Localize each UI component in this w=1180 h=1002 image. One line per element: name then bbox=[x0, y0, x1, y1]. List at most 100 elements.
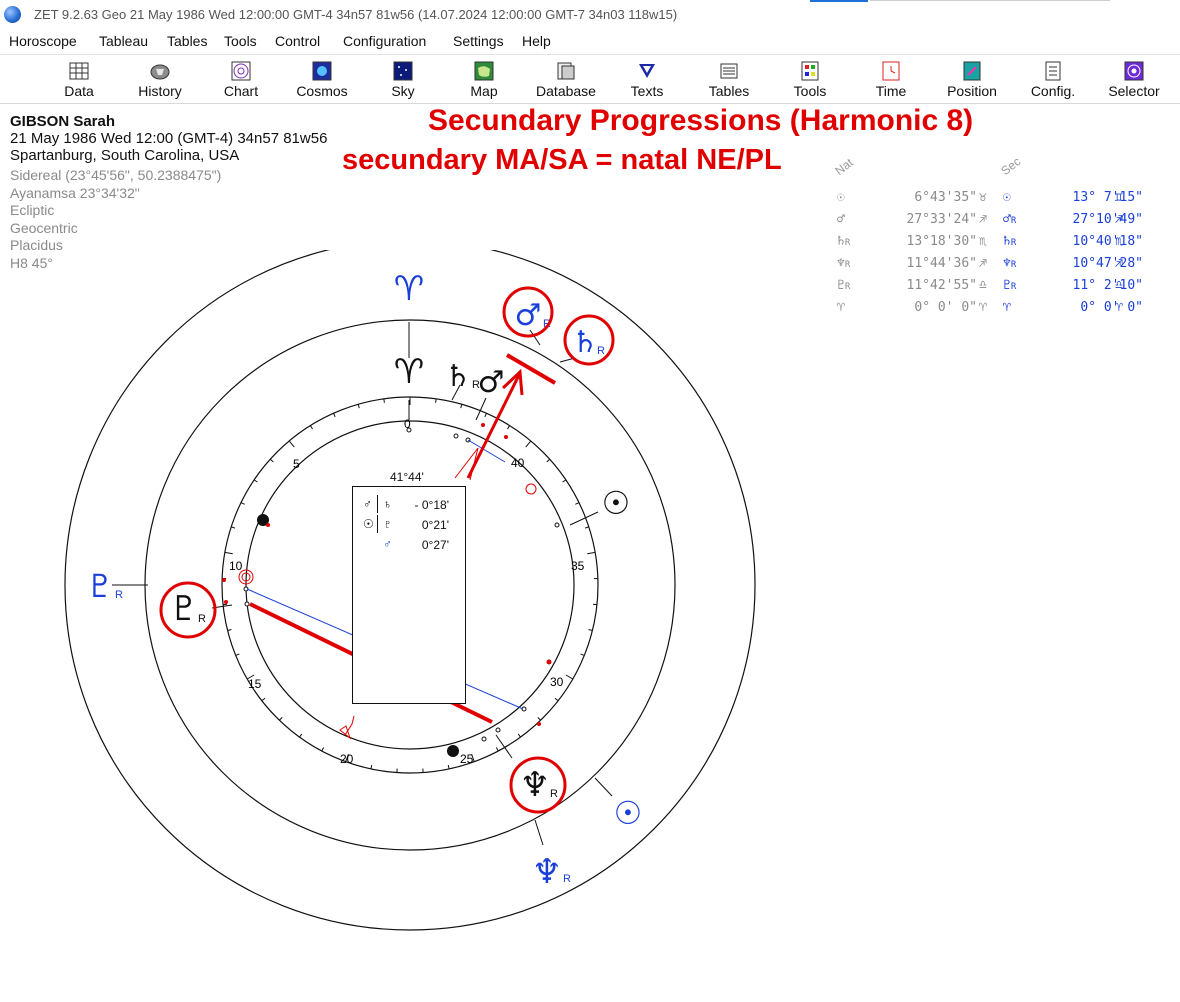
setting-coordinates: Ecliptic bbox=[10, 202, 55, 218]
progressed-sun-glyph[interactable]: ☉ bbox=[614, 794, 643, 832]
toolbar-data-button[interactable]: Data bbox=[43, 57, 115, 103]
toolbar-time-button[interactable]: Time bbox=[855, 57, 927, 103]
birth-place: Spartanburg, South Carolina, USA bbox=[10, 147, 240, 164]
toolbar-config-button[interactable]: Config. bbox=[1017, 57, 1089, 103]
natal-sign: ♏ bbox=[979, 234, 987, 249]
aspect-glyph-saturn: ♄ bbox=[383, 497, 392, 511]
toolbar-tools-button[interactable]: Tools bbox=[774, 57, 846, 103]
natal-pluto-retro: R bbox=[198, 613, 206, 625]
toolbar-label: Texts bbox=[630, 83, 664, 99]
progressed-neptune-glyph[interactable]: ♆ bbox=[532, 852, 562, 892]
aspect-orb: - 0°18' bbox=[414, 498, 449, 512]
toolbar-label: Tables bbox=[708, 83, 750, 99]
menu-tools[interactable]: Tools bbox=[224, 33, 257, 49]
red-emphasis-bar bbox=[505, 353, 557, 385]
position-row[interactable]: ♂ 27°33'24" ♐ ♂R 27°10'49" ♐ bbox=[835, 212, 1165, 234]
position-row[interactable]: ♇R 11°42'55" ♎ ♇R 11° 2'10" ♎ bbox=[835, 278, 1165, 300]
menu-configuration[interactable]: Configuration bbox=[343, 33, 427, 49]
tools-icon bbox=[801, 61, 819, 81]
progressed-value: 11° 2'10" bbox=[1072, 278, 1143, 293]
natal-glyph: ♂ bbox=[837, 212, 845, 227]
position-row[interactable]: ♈ 0° 0' 0" ♈ ♈ 0° 0' 0" ♈ bbox=[835, 300, 1165, 322]
red-arrow-head bbox=[501, 368, 524, 396]
title-bar-divider bbox=[870, 0, 1110, 1]
toolbar-history-button[interactable]: History bbox=[124, 57, 196, 103]
progressed-saturn-glyph[interactable]: ♄ bbox=[572, 325, 599, 360]
positions-table: Nat Sec ☉ 6°43'35" ♉ ☉ 13° 7'15" ♊ ♂ 27°… bbox=[832, 150, 1165, 325]
scale-inner-ring bbox=[245, 420, 575, 750]
menu-help[interactable]: Help bbox=[522, 33, 551, 49]
birth-date-line: 21 May 1986 Wed 12:00 (GMT-4) 34n57 81w5… bbox=[10, 130, 328, 147]
toolbar-map-button[interactable]: Map bbox=[448, 57, 520, 103]
scale-tick bbox=[546, 458, 551, 463]
natal-neptune-glyph[interactable]: ♆ bbox=[520, 765, 550, 805]
toolbar-cosmos-button[interactable]: Cosmos bbox=[286, 57, 358, 103]
scale-tick bbox=[231, 526, 236, 529]
menu-bar: Horoscope Tableau Tables Tools Control C… bbox=[0, 30, 1180, 52]
scale-tick bbox=[370, 764, 373, 769]
scale-tick bbox=[224, 551, 233, 555]
progressed-mars-glyph[interactable]: ♂ bbox=[515, 298, 542, 333]
menu-tableau[interactable]: Tableau bbox=[99, 33, 149, 49]
natal-saturn-glyph[interactable]: ♄ bbox=[445, 359, 472, 394]
aspect-orb: 0°21' bbox=[421, 518, 449, 532]
toolbar-label: Sky bbox=[391, 83, 415, 99]
aspect-box[interactable]: ♂ ♄ - 0°18' ☉ ♇ 0°21' ♂ 0°27' bbox=[352, 486, 466, 704]
toolbar-sky-button[interactable]: Sky bbox=[367, 57, 439, 103]
natal-aries-glyph[interactable]: ♈ bbox=[394, 352, 424, 392]
menu-settings[interactable]: Settings bbox=[453, 33, 504, 49]
title-bar-accent bbox=[810, 0, 868, 2]
scale-tick bbox=[246, 674, 255, 680]
scale-tick bbox=[309, 425, 313, 430]
progressed-glyph: ♈ bbox=[1003, 300, 1011, 315]
progressed-value: 10°47'28" bbox=[1072, 256, 1143, 271]
position-row[interactable]: ♄R 13°18'30" ♏ ♄R 10°40'18" ♏ bbox=[835, 234, 1165, 256]
progressed-aries-glyph[interactable]: ♈ bbox=[394, 269, 424, 309]
scale-tick bbox=[261, 697, 266, 702]
annotation-subtitle: secundary MA/SA = natal NE/PL bbox=[342, 144, 782, 176]
texts-icon bbox=[639, 64, 655, 78]
scale-tick bbox=[357, 404, 360, 409]
natal-glyph: ♄R bbox=[837, 234, 851, 249]
toolbar-label: Tools bbox=[793, 83, 827, 99]
menu-control[interactable]: Control bbox=[275, 33, 321, 49]
natal-saturn-retro: R bbox=[472, 379, 480, 391]
toolbar-selector-button[interactable]: Selector bbox=[1098, 57, 1170, 103]
natal-glyph: ♈ bbox=[837, 300, 845, 315]
red-ring-marker bbox=[525, 483, 537, 495]
progressed-pluto-glyph[interactable]: ♇ bbox=[86, 567, 115, 605]
natal-glyph: ♆R bbox=[837, 256, 851, 271]
time-icon bbox=[882, 61, 900, 81]
annotation-title: Secundary Progressions (Harmonic 8) bbox=[428, 104, 974, 137]
progressed-mars-retro: R bbox=[543, 318, 551, 330]
natal-value: 27°33'24" bbox=[906, 212, 977, 227]
natal-column-header: Nat bbox=[832, 155, 856, 178]
selector-icon bbox=[1124, 61, 1144, 81]
setting-harmonic: H8 45° bbox=[10, 254, 53, 271]
natal-sign: ♐ bbox=[979, 256, 987, 271]
toolbar-tables-button[interactable]: Tables bbox=[693, 57, 765, 103]
red-ring-marker bbox=[238, 569, 254, 585]
toolbar-texts-button[interactable]: Texts bbox=[611, 57, 683, 103]
aspect-orb: 0°27' bbox=[421, 538, 449, 552]
toolbar-position-button[interactable]: Position bbox=[936, 57, 1008, 103]
natal-sign: ♎ bbox=[979, 278, 987, 293]
natal-sun-glyph[interactable]: ☉ bbox=[602, 484, 631, 522]
toolbar-chart-button[interactable]: Chart bbox=[205, 57, 277, 103]
red-arrow-line bbox=[466, 374, 521, 479]
toolbar-database-button[interactable]: Database bbox=[530, 57, 602, 103]
position-row[interactable]: ☉ 6°43'35" ♉ ☉ 13° 7'15" ♊ bbox=[835, 190, 1165, 212]
scale-tick bbox=[517, 733, 521, 738]
progressed-sign: ♊ bbox=[1115, 190, 1123, 205]
menu-tables[interactable]: Tables bbox=[167, 33, 208, 49]
natal-pluto-glyph[interactable]: ♇ bbox=[169, 589, 199, 629]
progressed-glyph: ♇R bbox=[1003, 278, 1017, 293]
menu-horoscope[interactable]: Horoscope bbox=[9, 33, 77, 49]
aspect-divider bbox=[377, 495, 378, 513]
position-row[interactable]: ♆R 11°44'36" ♐ ♆R 10°47'28" ♐ bbox=[835, 256, 1165, 278]
progressed-column-header: Sec bbox=[998, 154, 1024, 178]
progressed-neptune-retro: R bbox=[563, 873, 571, 885]
harmonic-chart-wheel[interactable]: 0 5 10 15 20 25 30 35 40 bbox=[0, 250, 820, 1000]
natal-mars-glyph[interactable]: ♂ bbox=[478, 365, 505, 400]
aspect-glyph-mars: ♂ bbox=[363, 497, 372, 511]
